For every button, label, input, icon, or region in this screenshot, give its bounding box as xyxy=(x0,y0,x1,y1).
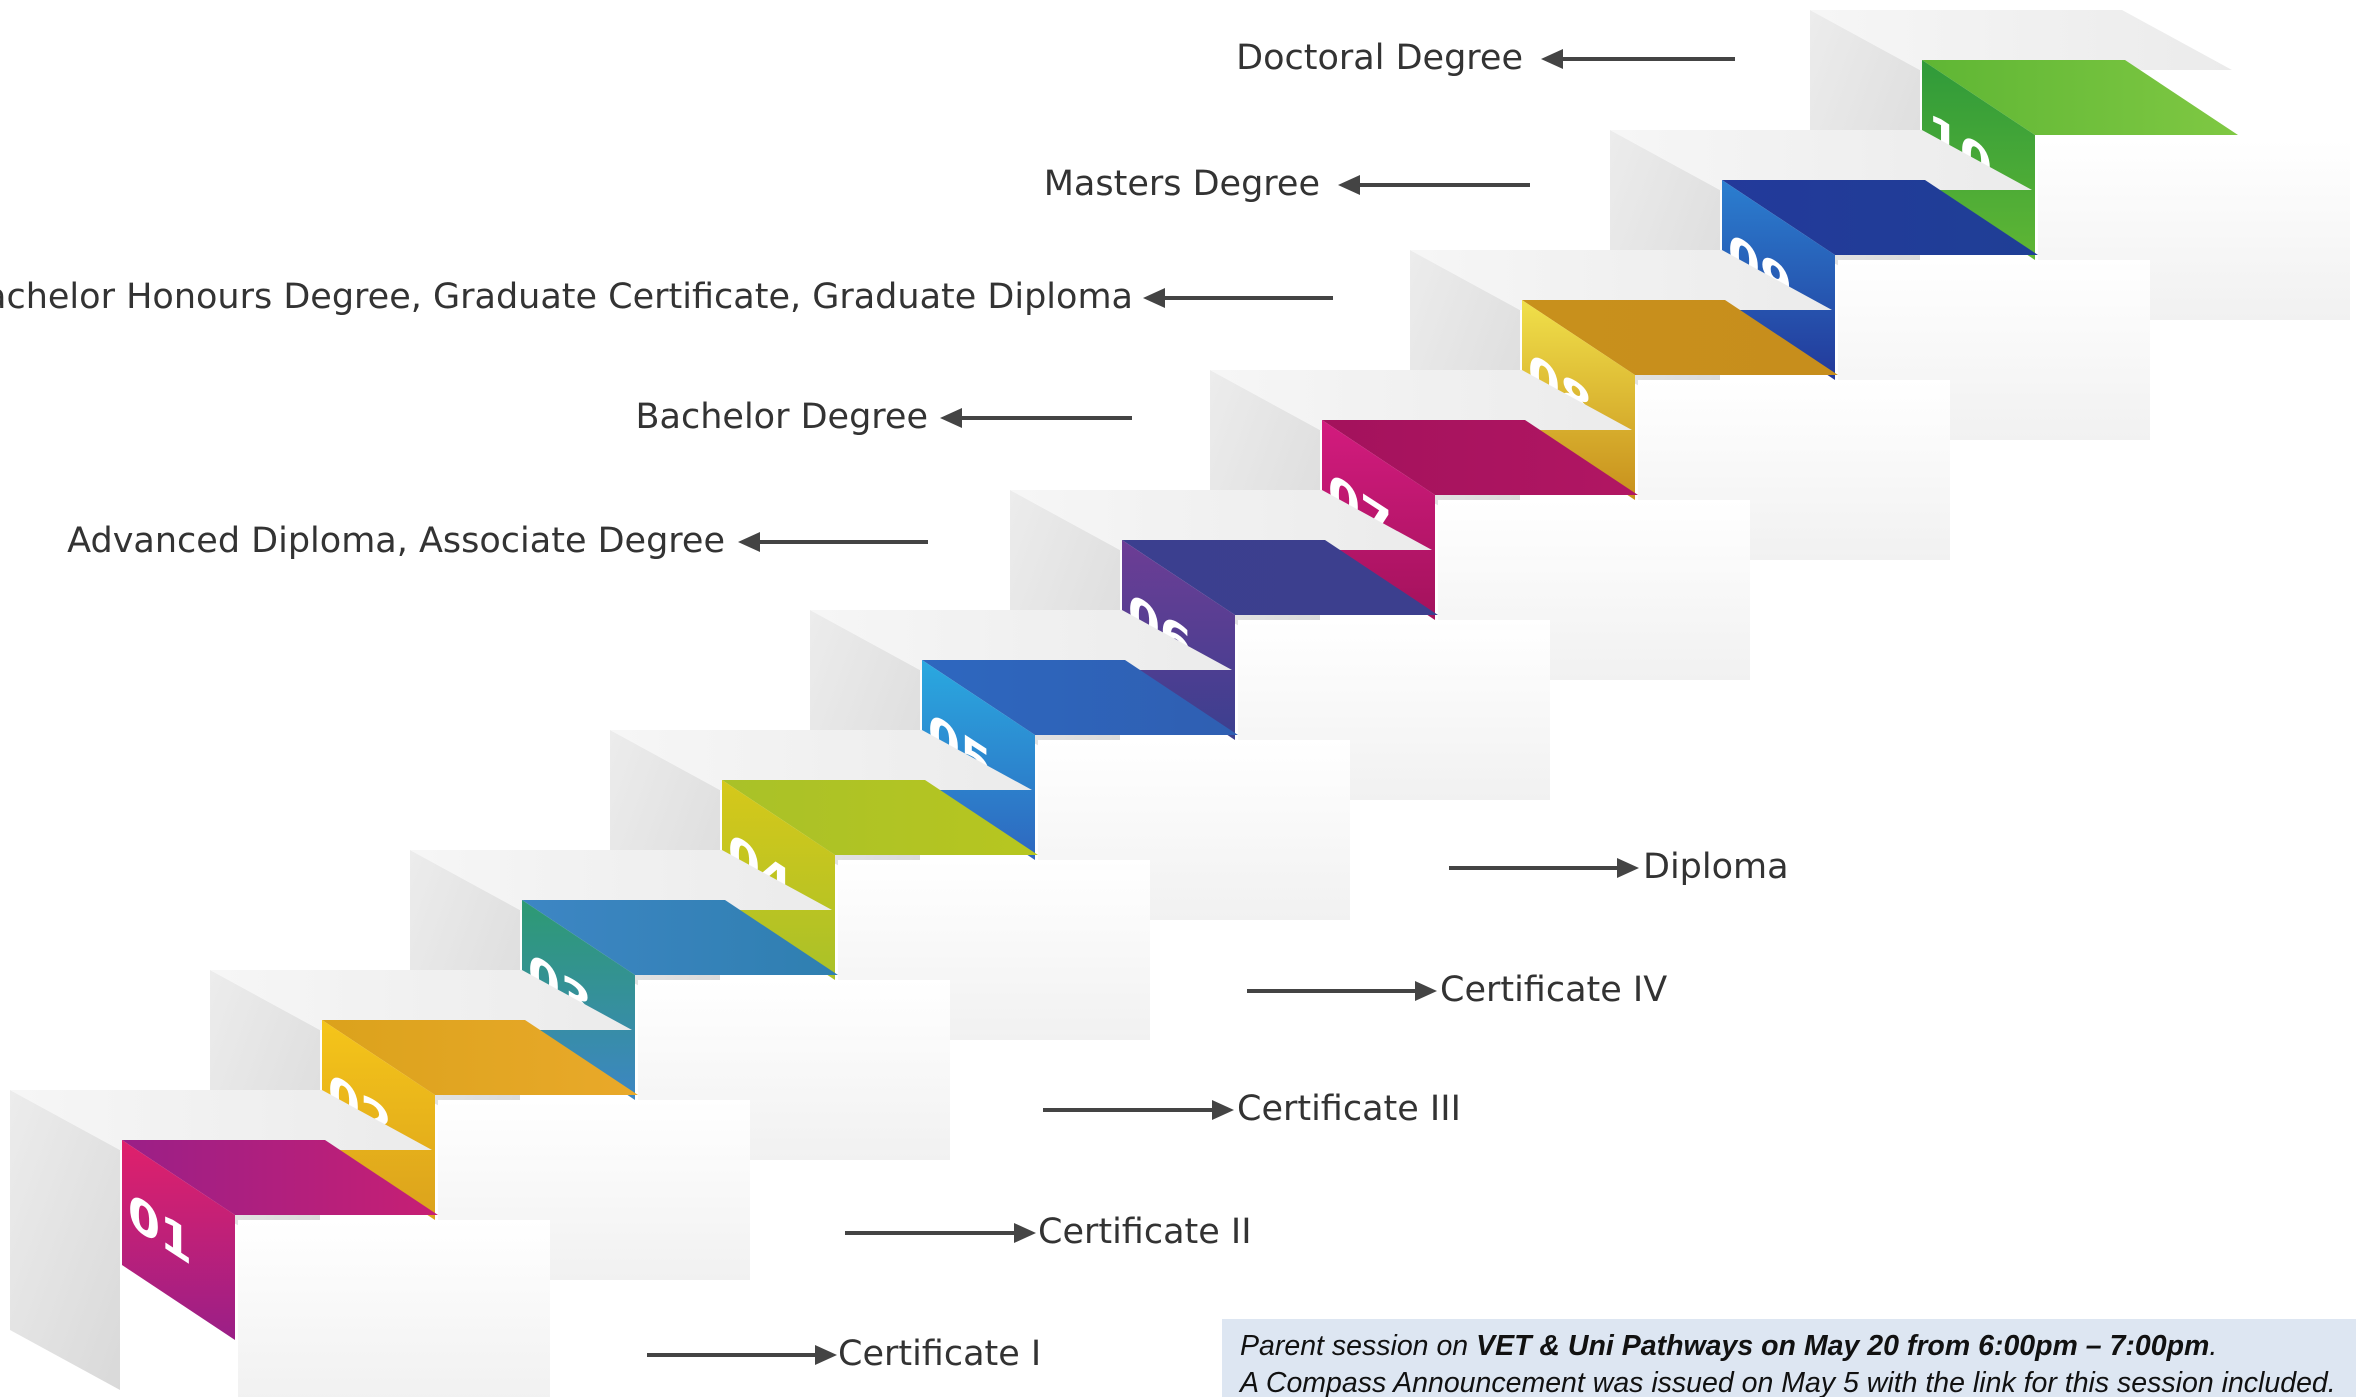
step-color-tread xyxy=(722,780,1038,855)
step-color-riser xyxy=(722,780,835,980)
step-color-tread xyxy=(1722,180,2038,255)
step-color-riser xyxy=(322,1020,435,1220)
step-01: 01 xyxy=(10,1090,550,1397)
step-top-face xyxy=(210,970,632,1030)
step-top-face xyxy=(1410,250,1832,310)
arrow-02-icon xyxy=(845,1223,1036,1243)
step-color-riser xyxy=(922,660,1035,860)
arrow-10-icon xyxy=(1541,49,1735,69)
step-color-riser xyxy=(1522,300,1635,500)
step-top-face xyxy=(410,850,832,910)
step-color-tread xyxy=(1522,300,1838,375)
level-label-07: Bachelor Degree xyxy=(635,397,928,437)
level-label-03: Certificate III xyxy=(1237,1089,1461,1129)
step-top-face xyxy=(810,610,1232,670)
arrow-04-icon xyxy=(1247,981,1437,1001)
level-label-01: Certificate I xyxy=(838,1334,1042,1374)
arrow-06-icon xyxy=(738,532,928,552)
step-color-riser xyxy=(1722,180,1835,380)
level-label-02: Certificate II xyxy=(1038,1212,1252,1252)
step-top-face xyxy=(1810,10,2232,70)
level-label-06: Advanced Diploma, Associate Degree xyxy=(67,521,725,561)
level-label-08: Bachelor Honours Degree, Graduate Certif… xyxy=(0,277,1133,317)
arrow-08-icon xyxy=(1143,288,1333,308)
arrow-03-icon xyxy=(1043,1100,1234,1120)
step-top-face xyxy=(10,1090,432,1150)
level-label-09: Masters Degree xyxy=(1043,164,1320,204)
step-top-face xyxy=(1210,370,1632,430)
level-label-05: Diploma xyxy=(1643,847,1789,887)
arrow-05-icon xyxy=(1449,858,1639,878)
step-top-face xyxy=(1010,490,1432,550)
step-side-face xyxy=(10,1090,120,1390)
step-color-tread xyxy=(522,900,838,975)
level-label-10: Doctoral Degree xyxy=(1236,38,1523,78)
step-top-face xyxy=(1610,130,2032,190)
parent-session-notice: Parent session on VET & Uni Pathways on … xyxy=(1222,1319,2356,1397)
step-front-face xyxy=(238,1220,550,1397)
step-color-tread xyxy=(1922,60,2238,135)
step-color-riser xyxy=(522,900,635,1100)
level-label-04: Certificate IV xyxy=(1440,970,1668,1010)
step-color-tread xyxy=(322,1020,638,1095)
arrow-01-icon xyxy=(647,1345,837,1365)
notice-line-2: A Compass Announcement was issued on May… xyxy=(1240,1367,2336,1397)
step-color-tread xyxy=(1322,420,1638,495)
step-color-riser xyxy=(1922,60,2035,260)
step-color-riser xyxy=(1322,420,1435,620)
step-top-face xyxy=(610,730,1032,790)
arrow-09-icon xyxy=(1338,175,1530,195)
notice-line-1: Parent session on VET & Uni Pathways on … xyxy=(1240,1330,2218,1362)
step-color-tread xyxy=(922,660,1238,735)
step-color-tread xyxy=(122,1140,438,1215)
step-color-tread xyxy=(1122,540,1438,615)
step-color-riser xyxy=(122,1140,235,1340)
arrow-07-icon xyxy=(940,408,1132,428)
step-color-riser xyxy=(1122,540,1235,740)
